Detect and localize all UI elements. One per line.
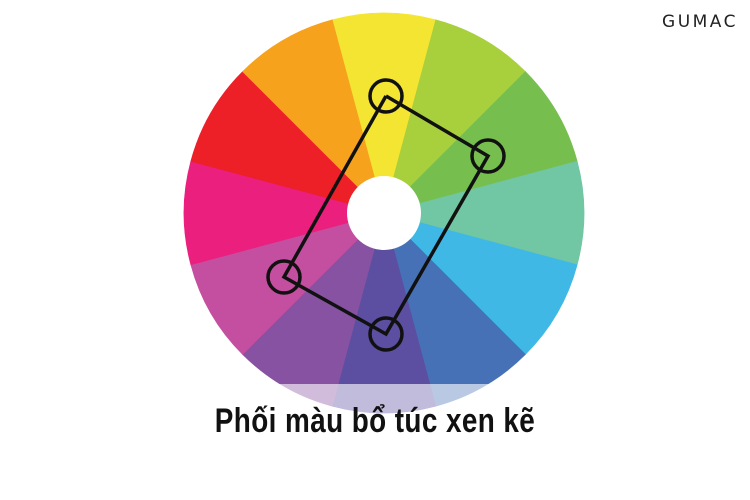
caption-fade-band [0, 384, 750, 500]
marker-magenta-purple [266, 259, 302, 295]
caption-title: Phối màu bổ túc xen kẽ [214, 402, 536, 440]
marker-indigo [368, 316, 404, 352]
wheel-segment-sky-blue [382, 212, 578, 355]
wheel-segment-yellow-green [383, 19, 526, 215]
wheel-segment-red [190, 71, 386, 214]
wheel-center-hole [347, 176, 421, 250]
marker-green [470, 138, 506, 174]
brand-logo: GUMAC [662, 12, 738, 32]
wheel-segment-magenta-purple [190, 212, 386, 355]
wheel-segment-magenta [183, 160, 386, 266]
tetrad-outline [281, 94, 491, 337]
marker-yellow [368, 78, 404, 114]
tetrad-rectangle [266, 78, 506, 352]
wheel-segment-teal [382, 160, 585, 266]
